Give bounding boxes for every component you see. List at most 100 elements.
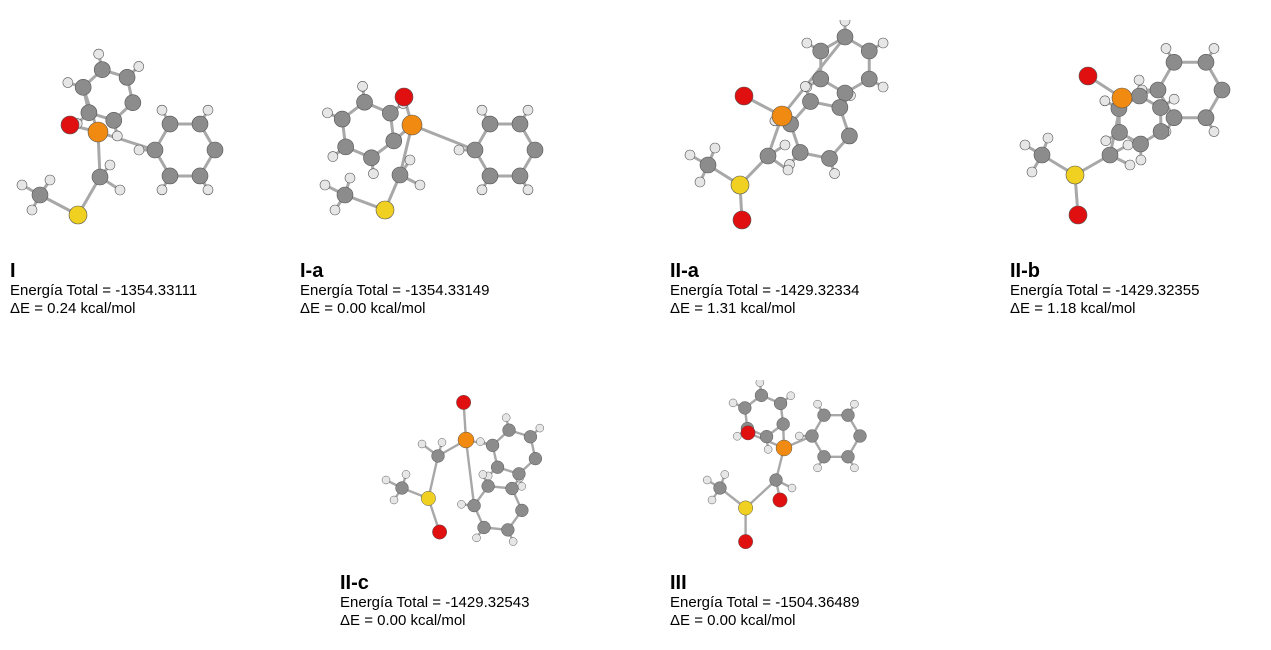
- carbon-atom: [841, 450, 855, 464]
- carbon-atom: [841, 127, 858, 145]
- oxygen-atom: [734, 86, 754, 106]
- delta-energy: ΔE = 0.00 kcal/mol: [300, 300, 426, 317]
- hydrogen-atom: [1042, 132, 1054, 144]
- hydrogen-atom: [1133, 74, 1145, 86]
- carbon-atom: [31, 186, 49, 204]
- structure-caption: II-c Energía Total = -1429.32543 ΔE = 0.…: [340, 572, 529, 630]
- carbon-atom: [836, 84, 854, 102]
- hydrogen-atom: [684, 149, 696, 161]
- carbon-atom: [80, 104, 98, 121]
- carbon-atom: [490, 460, 505, 474]
- carbon-atom: [773, 396, 788, 411]
- phosphorus-atom: [775, 439, 793, 457]
- carbon-atom: [385, 132, 403, 150]
- oxygen-atom: [456, 394, 472, 410]
- hydrogen-atom: [501, 413, 511, 422]
- sulfur-atom: [730, 175, 750, 195]
- delta-energy: ΔE = 0.00 kcal/mol: [670, 612, 796, 629]
- hydrogen-atom: [133, 144, 145, 156]
- carbon-atom: [1165, 109, 1183, 127]
- carbon-atom: [382, 104, 399, 122]
- carbon-atom: [146, 141, 164, 159]
- carbon-atom: [501, 523, 515, 537]
- hydrogen-atom: [522, 184, 534, 196]
- molecule-model-ii-c: [381, 394, 545, 546]
- carbon-atom: [93, 61, 111, 78]
- carbon-atom: [333, 110, 351, 128]
- hydrogen-atom: [829, 168, 840, 179]
- carbon-atom: [124, 94, 142, 111]
- hydrogen-atom: [1019, 139, 1031, 151]
- hydrogen-atom: [763, 445, 773, 454]
- hydrogen-atom: [728, 398, 738, 408]
- hydrogen-atom: [779, 139, 791, 151]
- carbon-atom: [74, 79, 92, 96]
- delta-energy: ΔE = 0.24 kcal/mol: [10, 300, 136, 317]
- phosphorus-atom: [771, 105, 793, 127]
- hydrogen-atom: [877, 81, 889, 93]
- carbon-atom: [467, 498, 481, 513]
- phosphorus-atom: [1111, 87, 1133, 109]
- carbon-atom: [853, 429, 867, 443]
- carbon-atom: [466, 141, 484, 159]
- molecule-model-ii-b: [1019, 43, 1231, 225]
- carbon-atom: [477, 520, 491, 535]
- hydrogen-atom: [1124, 159, 1136, 171]
- carbon-atom: [505, 481, 519, 496]
- carbon-atom: [836, 28, 854, 46]
- hydrogen-atom: [381, 475, 391, 485]
- sulfur-atom: [68, 205, 88, 225]
- hydrogen-atom: [44, 174, 56, 186]
- structure-label: I-a: [300, 260, 324, 282]
- hydrogen-atom: [319, 179, 331, 191]
- hydrogen-atom: [1208, 43, 1220, 54]
- carbon-atom: [776, 417, 790, 431]
- hydrogen-atom: [389, 495, 399, 505]
- carbon-atom: [1101, 146, 1119, 164]
- hydrogen-atom: [453, 144, 465, 156]
- hydrogen-atom: [93, 48, 104, 60]
- hydrogen-atom: [1122, 139, 1134, 151]
- hydrogen-atom: [344, 172, 356, 184]
- hydrogen-atom: [1026, 166, 1038, 178]
- carbon-atom: [1149, 81, 1167, 99]
- total-energy: Energía Total = -1354.33111: [10, 282, 198, 299]
- carbon-atom: [1165, 53, 1183, 71]
- carbon-atom: [206, 141, 224, 159]
- carbon-atom: [191, 115, 209, 133]
- hydrogen-atom: [202, 104, 214, 116]
- hydrogen-atom: [357, 81, 368, 92]
- phosphorus-atom: [401, 114, 423, 136]
- carbon-atom: [1213, 81, 1231, 99]
- oxygen-atom: [60, 115, 80, 135]
- carbon-atom: [431, 449, 445, 463]
- hydrogen-atom: [877, 37, 889, 49]
- carbon-atom: [860, 42, 878, 60]
- hydrogen-atom: [732, 432, 742, 441]
- sulfur-atom: [738, 500, 754, 516]
- hydrogen-atom: [202, 184, 214, 196]
- carbon-atom: [337, 138, 354, 156]
- hydrogen-atom: [813, 399, 822, 409]
- hydrogen-atom: [457, 500, 466, 509]
- hydrogen-atom: [755, 380, 765, 387]
- carbon-atom: [805, 429, 819, 443]
- carbon-atom: [791, 144, 809, 161]
- carbon-atom: [812, 42, 830, 60]
- carbon-atom: [1033, 146, 1051, 164]
- carbon-atom: [481, 167, 499, 185]
- hydrogen-atom: [404, 154, 416, 166]
- carbon-atom: [759, 147, 777, 165]
- carbon-atom: [526, 141, 544, 159]
- carbon-atom: [831, 99, 849, 116]
- hydrogen-atom: [16, 179, 28, 191]
- hydrogen-atom: [1168, 93, 1180, 105]
- hydrogen-atom: [782, 164, 794, 176]
- hydrogen-atom: [1135, 154, 1147, 166]
- phosphorus-atom: [87, 121, 109, 143]
- hydrogen-atom: [417, 439, 427, 449]
- carbon-atom: [511, 167, 529, 185]
- structure-label: II-c: [340, 572, 369, 594]
- hydrogen-atom: [535, 423, 545, 433]
- hydrogen-atom: [786, 391, 796, 400]
